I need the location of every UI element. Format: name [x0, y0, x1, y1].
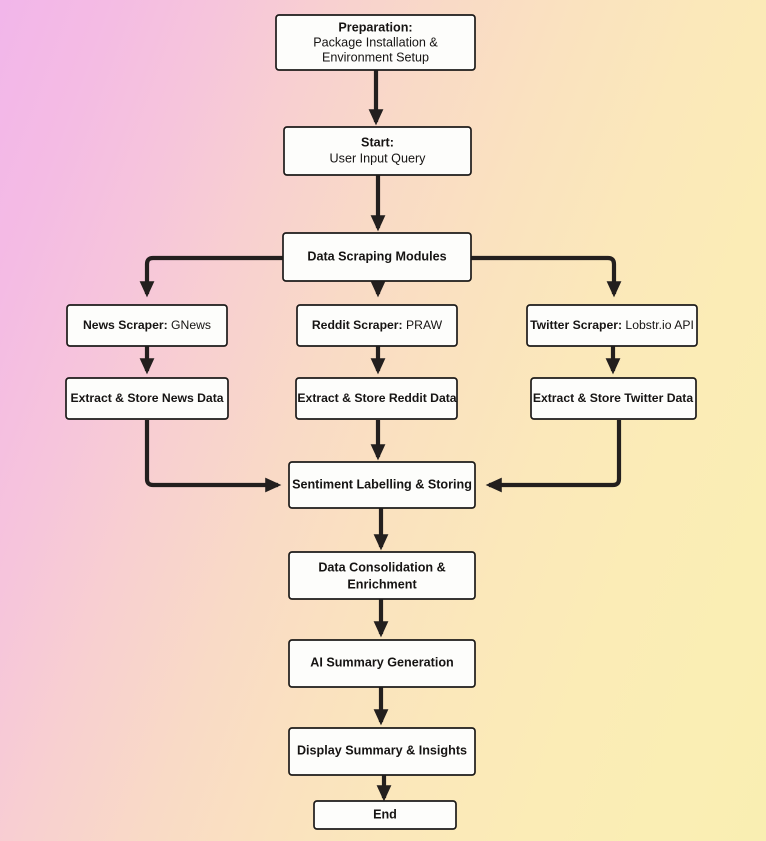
node-news-scraper-label-bold: News Scraper: — [83, 318, 168, 332]
node-sentiment-label: Sentiment Labelling & Storing — [292, 477, 472, 491]
node-extract-reddit-box[interactable] — [295, 377, 458, 420]
node-end[interactable]: End — [313, 800, 457, 830]
node-reddit-scraper-label-bold: Reddit Scraper: — [312, 318, 403, 332]
node-consolidation-line2: Enrichment — [347, 577, 417, 591]
node-reddit-scraper-label: Reddit Scraper: PRAW — [312, 318, 443, 332]
node-start[interactable]: Start: User Input Query — [283, 126, 472, 176]
node-twitter-scraper[interactable]: Twitter Scraper: Lobstr.io API — [526, 304, 698, 347]
edge-scraping-to-twitter-scraper — [471, 255, 622, 298]
node-display-summary[interactable]: Display Summary & Insights — [288, 727, 476, 776]
node-news-scraper-box[interactable] — [66, 304, 228, 347]
node-news-scraper[interactable]: News Scraper: GNews — [66, 304, 228, 347]
node-ai-summary-box[interactable] — [288, 639, 476, 688]
node-preparation-line3: Environment Setup — [322, 50, 429, 64]
node-reddit-scraper[interactable]: Reddit Scraper: PRAW — [296, 304, 458, 347]
node-twitter-scraper-box[interactable] — [526, 304, 698, 347]
node-start-line2: User Input Query — [330, 151, 427, 165]
node-extract-reddit-label: Extract & Store Reddit Data — [297, 391, 456, 405]
node-ai-summary-label: AI Summary Generation — [310, 655, 453, 669]
edge-extract-twitter-to-sentiment — [485, 420, 622, 493]
node-display-summary-label: Display Summary & Insights — [297, 743, 467, 757]
node-consolidation-line1: Data Consolidation & — [318, 560, 445, 574]
node-extract-twitter[interactable]: Extract & Store Twitter Data — [530, 377, 697, 420]
node-preparation-line1: Preparation: — [338, 20, 412, 34]
node-consolidation-box[interactable] — [288, 551, 476, 600]
node-preparation-box[interactable] — [275, 14, 476, 71]
node-news-scraper-label-norm: GNews — [168, 318, 211, 332]
node-extract-twitter-label: Extract & Store Twitter Data — [533, 391, 694, 405]
node-preparation-line2: Package Installation & — [313, 35, 438, 49]
node-end-label: End — [373, 807, 397, 821]
node-sentiment-box[interactable] — [288, 461, 476, 509]
node-twitter-scraper-label-bold: Twitter Scraper: — [530, 318, 622, 332]
edge-extract-news-to-sentiment — [144, 420, 282, 493]
node-reddit-scraper-box[interactable] — [296, 304, 458, 347]
node-twitter-scraper-label-norm: Lobstr.io API — [622, 318, 694, 332]
node-scraping-modules[interactable]: Data Scraping Modules — [282, 232, 472, 282]
node-extract-reddit[interactable]: Extract & Store Reddit Data — [295, 377, 458, 420]
node-scraping-modules-label: Data Scraping Modules — [307, 249, 446, 263]
node-extract-news-label: Extract & Store News Data — [70, 391, 223, 405]
node-twitter-scraper-label: Twitter Scraper: Lobstr.io API — [530, 318, 694, 332]
node-display-summary-box[interactable] — [288, 727, 476, 776]
node-extract-twitter-box[interactable] — [530, 377, 697, 420]
node-reddit-scraper-label-norm: PRAW — [403, 318, 443, 332]
node-consolidation[interactable]: Data Consolidation & Enrichment — [288, 551, 476, 600]
node-scraping-modules-box[interactable] — [282, 232, 472, 282]
edge-scraping-to-news-scraper — [139, 255, 283, 298]
node-end-box[interactable] — [313, 800, 457, 830]
node-layer: Preparation: Package Installation & Envi… — [65, 14, 698, 830]
node-start-line1: Start: — [361, 135, 394, 149]
node-start-box[interactable] — [283, 126, 472, 176]
node-extract-news[interactable]: Extract & Store News Data — [65, 377, 229, 420]
node-sentiment[interactable]: Sentiment Labelling & Storing — [288, 461, 476, 509]
edge-layer — [139, 70, 622, 802]
node-news-scraper-label: News Scraper: GNews — [83, 318, 211, 332]
node-ai-summary[interactable]: AI Summary Generation — [288, 639, 476, 688]
node-extract-news-box[interactable] — [65, 377, 229, 420]
node-preparation[interactable]: Preparation: Package Installation & Envi… — [275, 14, 476, 71]
